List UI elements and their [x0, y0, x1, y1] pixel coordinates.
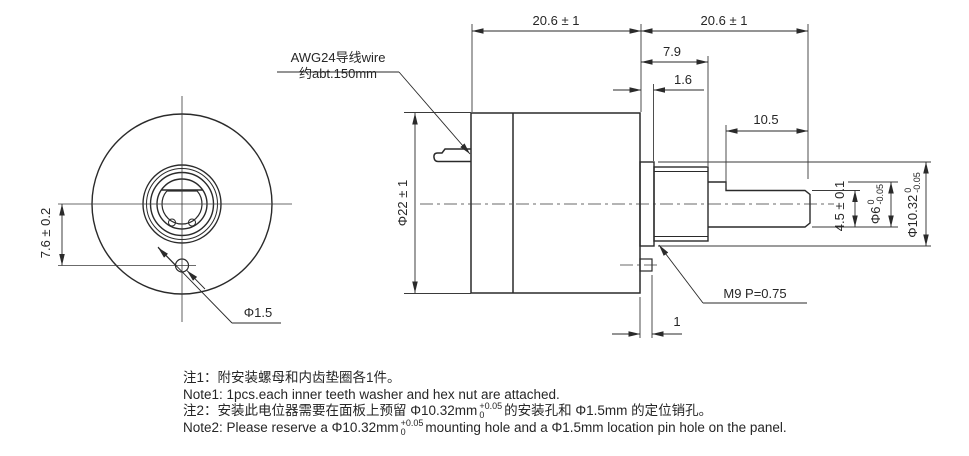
note1-en: Note1: 1pcs.each inner teeth washer and … — [183, 386, 560, 402]
note1-cn: 注1：附安装螺母和内齿垫圈各1件。 — [183, 370, 401, 385]
note2-en-tolerance: +0.05 0 — [400, 417, 424, 437]
bushing-length-dim: 7.9 — [662, 44, 682, 59]
pin-offset-dim: 7.6 ± 0.2 — [38, 207, 53, 259]
note2-en: Note2: Please reserve a Φ10.32mm +0.05 0… — [183, 417, 787, 437]
shaft-length-dim: 20.6 ± 1 — [700, 13, 748, 28]
side-view-dimension-lines — [277, 28, 929, 337]
note2-cn-tolerance: +0.05 0 — [479, 401, 503, 421]
wire-label-line1: AWG24导线wire — [290, 50, 386, 65]
flange-thickness-dim: 1.6 — [673, 72, 693, 87]
bushing-dia-tolerance: 0 -0.05 — [903, 172, 922, 193]
wire-label-leader — [398, 71, 471, 155]
body-dia-dim: Φ22 ± 1 — [395, 179, 410, 227]
front-view-centerlines — [58, 96, 292, 322]
front-shaft-notch-right — [188, 218, 196, 227]
shaft-dia-value: Φ6 — [868, 206, 883, 225]
front-shaft-d-profile — [161, 190, 203, 225]
shaft-dia-dim: Φ6 0 -0.05 — [866, 183, 885, 225]
thread-label-leader — [658, 244, 704, 304]
side-view — [433, 112, 811, 294]
wire-label: AWG24导线wire 约abt.150mm — [277, 50, 399, 82]
note2-cn: 注2：安装此电位器需要在面板上预留 Φ10.32mm +0.05 0 的安装孔和… — [183, 401, 713, 421]
flat-length-dim: 10.5 — [753, 112, 779, 127]
front-shaft-notch-left — [168, 218, 176, 227]
front-view-dimensions — [59, 203, 281, 324]
bushing-dia-dim: Φ10.32 0 -0.05 — [903, 172, 922, 238]
side-view-extension-lines — [404, 24, 931, 338]
pin-dia-leader-arrow1 — [186, 270, 206, 290]
thread-label: M9 P=0.75 — [723, 286, 787, 301]
shaft-dia-tolerance: 0 -0.05 — [866, 183, 885, 205]
bushing-dia-value: Φ10.32 — [905, 194, 920, 238]
pin-dia-leader-arrow2 — [157, 247, 177, 267]
side-view-centerlines — [420, 203, 834, 266]
shaft-outline — [708, 181, 811, 228]
flat-height-dim: 4.5 ± 0.1 — [832, 180, 847, 232]
pin-dia-label: Φ1.5 — [243, 305, 273, 320]
body-length-dim: 20.6 ± 1 — [532, 13, 580, 28]
body-outline — [470, 112, 641, 294]
wire-tab-outline — [433, 148, 471, 163]
pin-protrusion-dim: 1 — [673, 314, 681, 329]
notes-block: 注1：附安装螺母和内齿垫圈各1件。 Note1: 1pcs.each inner… — [183, 370, 787, 436]
wire-label-line2: 约abt.150mm — [298, 66, 378, 81]
